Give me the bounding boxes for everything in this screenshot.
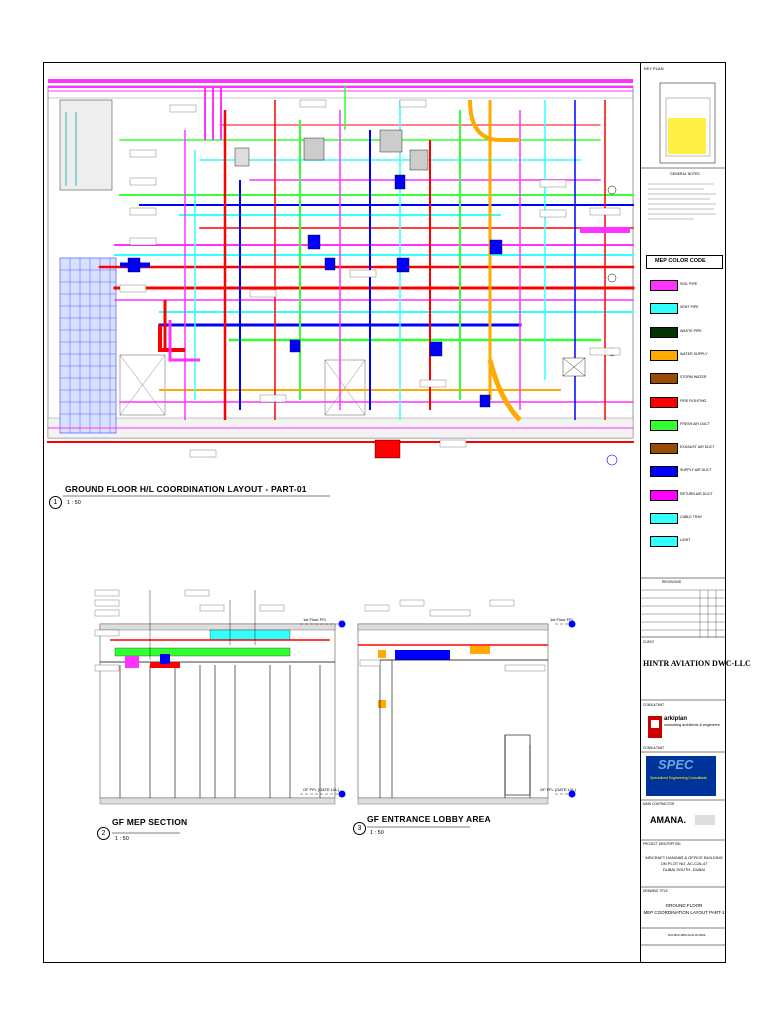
project-description: AIRCRAFT HANGAR & OFFICE BUILDING ON PLO… bbox=[644, 855, 724, 873]
level-label-first-floor-1: 1st Floor FFL bbox=[303, 617, 327, 622]
revisions-title: REVISIONS bbox=[662, 580, 682, 584]
legend-swatch bbox=[650, 466, 678, 478]
legend-label: STORM WATER bbox=[680, 375, 707, 380]
general-notes-lines bbox=[648, 183, 716, 220]
legend-title-box: MEP COLOR CODE bbox=[646, 255, 723, 269]
legend-label: CABLE TRAY bbox=[680, 515, 703, 519]
project-label: PROJECT DESCRIPTION bbox=[643, 842, 681, 846]
view-number-1: 1 bbox=[49, 496, 62, 509]
legend-label: RETURN AIR DUCT bbox=[680, 491, 713, 496]
key-plan-title: KEY PLAN bbox=[644, 66, 664, 71]
legend-label: WATER SUPPLY bbox=[680, 351, 708, 356]
legend-swatch bbox=[650, 513, 678, 524]
title-block bbox=[640, 62, 726, 963]
legend-swatch bbox=[650, 280, 678, 291]
client-label: CLIENT bbox=[643, 640, 655, 644]
view-scale-3: 1 : 50 bbox=[370, 830, 384, 836]
legend-swatch bbox=[650, 326, 678, 338]
consultant-label: CONSULTANT bbox=[643, 703, 665, 707]
mep-consultant-label: CONSULTANT bbox=[643, 746, 665, 750]
view-title-2: GF MEP SECTION bbox=[112, 817, 188, 827]
consultant-sub: consulting architects & engineers bbox=[664, 723, 720, 727]
legend-swatch bbox=[650, 349, 678, 361]
level-label-gf-2: GF FFL (GATE LVL) bbox=[540, 787, 576, 792]
view-title-1: GROUND FLOOR H/L COORDINATION LAYOUT - P… bbox=[65, 484, 307, 494]
legend-swatch bbox=[650, 489, 678, 501]
client-name: HINTR AVIATION DWC-LLC bbox=[643, 659, 751, 668]
drawing-title-line-2: MEP COORDINATION LAYOUT PART-1 bbox=[643, 910, 725, 915]
project-line-2: ON PLOT NO. AC-C26-47 bbox=[660, 861, 708, 866]
mep-consultant-name: Specialized Engineering Consultants bbox=[650, 776, 708, 780]
level-label-gf-1: GF FFL (GATE LVL) bbox=[303, 787, 339, 792]
view-scale-2: 1 : 50 bbox=[115, 836, 129, 842]
view-title-3: GF ENTRANCE LOBBY AREA bbox=[367, 814, 491, 824]
legend-label: SUPPLY AIR DUCT bbox=[680, 468, 712, 473]
legend-swatch bbox=[650, 396, 678, 408]
view-number-3: 3 bbox=[353, 822, 366, 835]
plan-view-1 bbox=[47, 79, 635, 466]
legend-swatch bbox=[650, 419, 678, 431]
drawing-title-label: DRAWING TITLE bbox=[643, 889, 668, 893]
legend-label: FIRE FIGHTING bbox=[680, 398, 707, 403]
drawing-title-line-1: GROUND FLOOR bbox=[665, 903, 703, 908]
level-label-first-floor-2: 1st Floor FFL bbox=[550, 617, 574, 622]
legend-label: LIGHT bbox=[680, 538, 691, 543]
legend-label: VENT PIPE bbox=[680, 305, 699, 310]
view-scale-1: 1 : 50 bbox=[67, 500, 81, 506]
legend-swatch bbox=[650, 373, 678, 385]
legend-swatch bbox=[650, 536, 678, 548]
drawing-sheet-border bbox=[43, 62, 726, 963]
view-number-2: 2 bbox=[97, 827, 110, 840]
legend-label: FRESH AIR DUCT bbox=[680, 421, 710, 426]
legend-swatch bbox=[650, 443, 678, 455]
spec-logo: SPEC bbox=[658, 757, 694, 772]
general-notes-title: GENERAL NOTES bbox=[670, 172, 700, 176]
contractor-name: AMANA. bbox=[650, 815, 686, 825]
consultant-name: arkiplan bbox=[664, 716, 688, 722]
legend-label: EXHAUST AIR DUCT bbox=[680, 445, 715, 450]
legend-swatch bbox=[650, 303, 678, 315]
drawing-number: DUI-B03-1BM-SCD-W-0002 bbox=[668, 933, 706, 937]
contractor-label: MAIN CONTRACTOR bbox=[643, 802, 675, 806]
section-view-3 bbox=[357, 599, 576, 805]
legend-label: WASTE PIPE bbox=[680, 328, 702, 333]
legend-title: MEP COLOR CODE bbox=[655, 258, 706, 264]
section-view-2 bbox=[94, 589, 346, 805]
legend-label: SOIL PIPE bbox=[680, 282, 698, 286]
project-line-3: DUBAI SOUTH -DUBAI bbox=[662, 867, 705, 872]
drawing-title: GROUND FLOOR MEP COORDINATION LAYOUT PAR… bbox=[642, 902, 726, 916]
project-line-1: AIRCRAFT HANGAR & OFFICE BUILDING bbox=[645, 855, 723, 860]
